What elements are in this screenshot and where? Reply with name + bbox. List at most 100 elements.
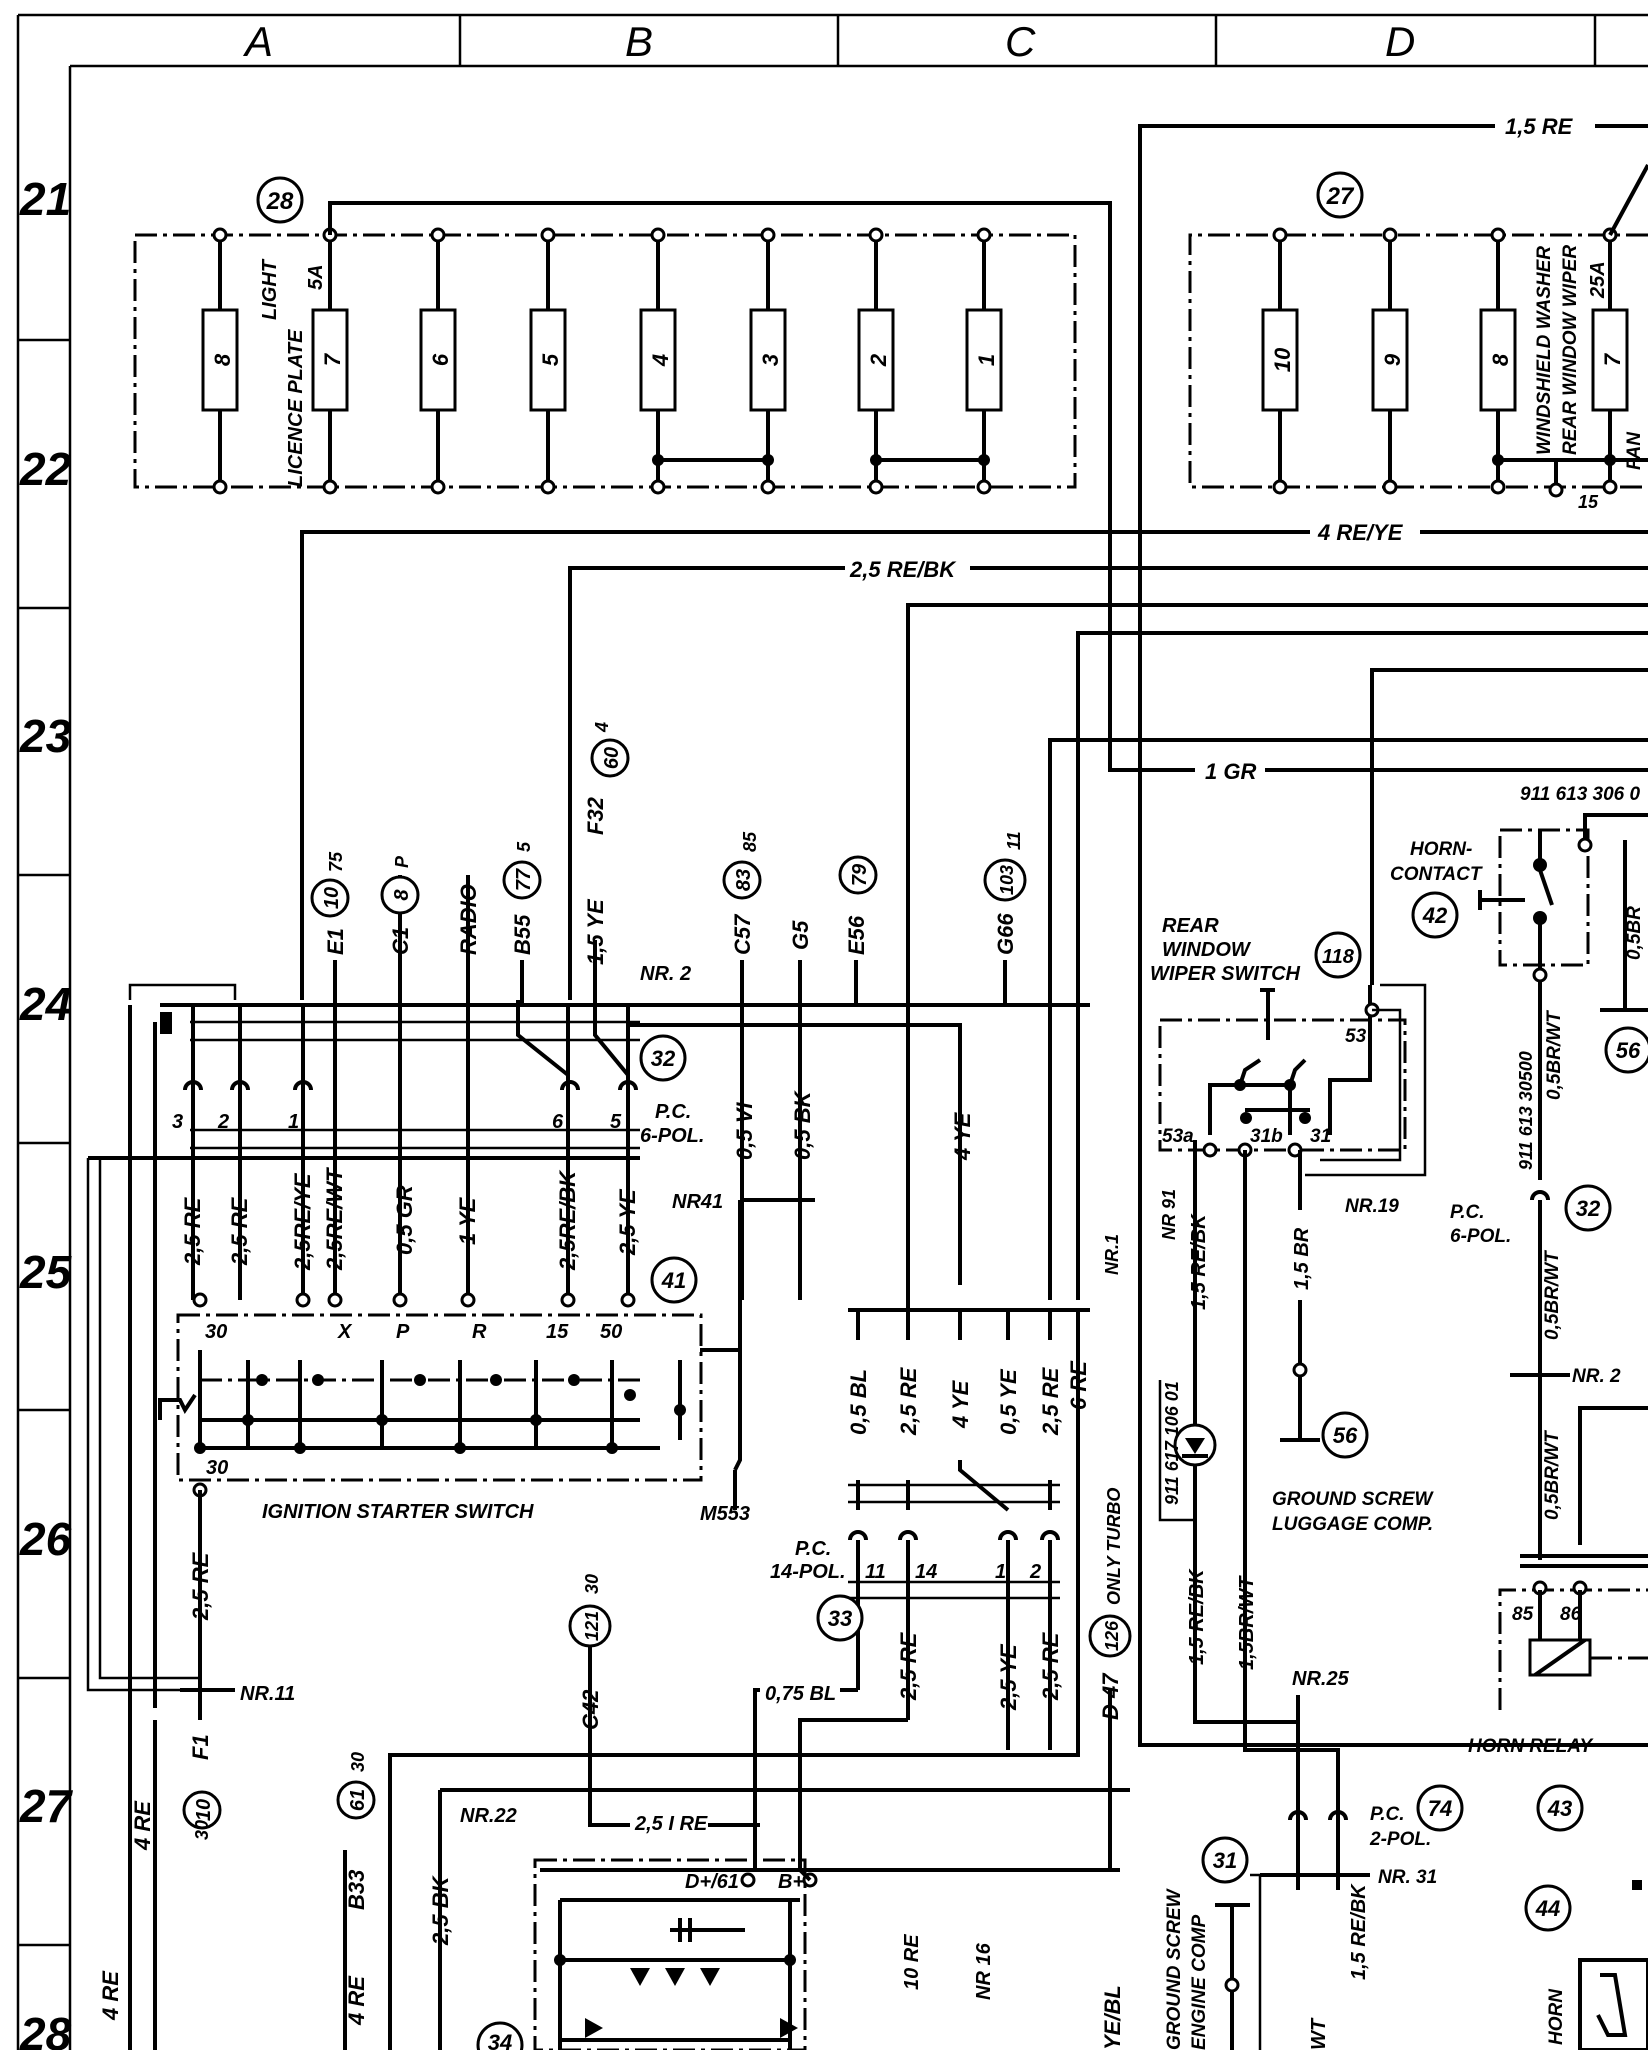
out-g66-sub: 11 xyxy=(1004,831,1024,850)
c32-wire-5: 0,5 GR xyxy=(392,1185,417,1255)
fuse-8-right: 8 xyxy=(1488,353,1513,366)
wire-re4a: 4 RE xyxy=(130,1800,155,1851)
row-28: 28 xyxy=(19,2008,72,2050)
diode-label: 911 617 106 01 xyxy=(1162,1381,1182,1505)
fuse-2: 2 xyxy=(866,353,891,367)
out-d47-ref: 126 xyxy=(1102,1620,1122,1651)
out-g5: G5 xyxy=(788,920,813,950)
ignition-label: IGNITION STARTER SWITCH xyxy=(262,1501,534,1523)
out-c57-ref: 83 xyxy=(733,869,755,891)
out-c57-sub: 85 xyxy=(740,831,760,852)
connector-32-pin-1: 1 xyxy=(288,1111,299,1133)
wire-ye-bl: YE/BL xyxy=(1100,1985,1125,2050)
wiper-switch: REAR WINDOW WIPER SWITCH 118 xyxy=(1150,915,1427,1700)
horn-part-top: 911 613 306 0 xyxy=(1520,784,1641,805)
ign-term-15: 15 xyxy=(546,1321,569,1343)
fuse-9: 9 xyxy=(1380,353,1405,366)
connector-33-pin-1: 1 xyxy=(995,1561,1006,1583)
wiper-wire-1: 1,5 RE/BK xyxy=(1188,1213,1210,1310)
ground-56: 56 GROUND SCREW LUGGAGE COMP. xyxy=(1272,1411,1435,1535)
horn-contact-ref: 42 xyxy=(1422,903,1448,928)
connector-74-label-2: 2-POL. xyxy=(1369,1829,1431,1850)
out-e56: E56 xyxy=(844,915,869,955)
fuse-10: 10 xyxy=(1270,347,1295,372)
ign-term-30-bottom: 30 xyxy=(206,1457,228,1479)
connector-33: 33 P.C. 14-POL. 11 14 1 2 xyxy=(388,1308,1090,2050)
wiper-term-31b: 31b xyxy=(1250,1126,1283,1147)
wire-re-bk: 2,5 RE/BK xyxy=(849,557,957,582)
connector-74-ref: 74 xyxy=(1428,1796,1452,1821)
alternator-ref: 34 xyxy=(488,2030,512,2050)
row-numbers: 21 22 23 24 25 26 27 28 xyxy=(19,173,74,2050)
fuse-5: 5 xyxy=(538,353,563,366)
out-f32-ref: 60 xyxy=(601,747,623,769)
connector-32-ref: 32 xyxy=(651,1046,676,1071)
row-24: 24 xyxy=(19,978,71,1030)
out-f1-sub: 30 xyxy=(192,1820,212,1840)
wire-re10: 10 RE xyxy=(901,1934,923,1990)
c33-wire-top-3: 4 YE xyxy=(948,1379,973,1429)
mid-wire-bk: 0,5 BK xyxy=(790,1089,815,1160)
out-b55: B55 xyxy=(510,914,535,955)
out-f32: F32 xyxy=(583,796,608,835)
horn-wire-3: 0,5BR/WT xyxy=(1542,1250,1563,1340)
column-a: A xyxy=(242,18,273,65)
wire-top-right: 1,5 RE xyxy=(1505,114,1574,139)
horn-contact-label-1: HORN- xyxy=(1410,839,1472,860)
c33-wire-bottom-2: 2,5 YE xyxy=(996,1643,1021,1711)
wiper-wire-5: 1,5 RE/BK xyxy=(1348,1883,1370,1980)
wire-nr16: NR 16 xyxy=(973,1942,995,2000)
c32-wire-2: 2,5 RE xyxy=(227,1196,252,1266)
row-21: 21 xyxy=(19,173,71,225)
wire-nr2: NR. 2 xyxy=(640,963,691,985)
row-23: 23 xyxy=(19,710,72,762)
c33-wire-top-6: 6 RE xyxy=(1066,1360,1091,1410)
c32-wire-6: 1 YE xyxy=(455,1196,480,1245)
fuse-7-right: 7 xyxy=(1600,352,1625,366)
out-c1-ref: 8 xyxy=(391,889,413,901)
ign-term-30: 30 xyxy=(205,1321,227,1343)
wire-bl075: 0,75 BL xyxy=(765,1683,836,1705)
wiper-term-31: 31 xyxy=(1310,1126,1331,1147)
wire-re4b: 4 RE xyxy=(98,1970,123,2021)
ground-56-label-2: LUGGAGE COMP. xyxy=(1272,1514,1433,1535)
fuse-7-right-label-1: WINDSHIELD WASHER xyxy=(1534,246,1555,455)
horn-contact-label-2: CONTACT xyxy=(1390,864,1483,885)
row-26: 26 xyxy=(19,1513,72,1565)
out-b33-ref: 61 xyxy=(347,1789,369,1811)
connector-33-pin-2: 2 xyxy=(1029,1561,1041,1583)
wiper-wire-2: 1,5 BR xyxy=(1291,1227,1313,1290)
connector-32-pin-2: 2 xyxy=(217,1111,229,1133)
wire-re25-bottom: 2,5 I RE xyxy=(634,1813,708,1835)
c32-wire-7: 2,5RE/BK xyxy=(555,1169,580,1271)
wiper-ref: 118 xyxy=(1322,946,1355,968)
row-25: 25 xyxy=(19,1246,73,1298)
c33-wire-top-1: 0,5 BL xyxy=(846,1369,871,1435)
fuse-box-28-ref: 28 xyxy=(266,188,294,215)
out-f1-ref: 10 xyxy=(193,1799,215,1821)
wiper-label-1: REAR xyxy=(1162,915,1219,937)
horn-nr2: NR. 2 xyxy=(1572,1366,1621,1387)
top-wires xyxy=(300,124,1648,1747)
horn-wire-2: 0,5BR/WT xyxy=(1544,1010,1565,1100)
fuse-8: 8 xyxy=(210,353,235,366)
out-ye: 1,5 YE xyxy=(583,898,608,965)
c32-wire-4: 2,5RE/WT xyxy=(322,1167,347,1271)
fuse-1: 1 xyxy=(974,354,999,366)
horn-conn-ref: 32 xyxy=(1576,1196,1601,1221)
connector-32-label-2: 6-POL. xyxy=(640,1125,704,1147)
ignition-m553: M553 xyxy=(700,1503,750,1525)
out-d47-sub: ONLY TURBO xyxy=(1104,1488,1124,1605)
wire-nr41: NR41 xyxy=(672,1191,723,1213)
mid-wire-vi: 0,5 VI xyxy=(732,1102,757,1160)
horn-relay-ref: 43 xyxy=(1547,1796,1572,1821)
wire-nr25: NR.25 xyxy=(1292,1668,1350,1690)
c32-wire-3: 2,5RE/YE xyxy=(290,1172,315,1271)
ign-term-p: P xyxy=(396,1321,410,1343)
fuse-7: 7 xyxy=(320,352,345,366)
connector-32-pin-6: 6 xyxy=(552,1111,564,1133)
ground-56-ref: 56 xyxy=(1333,1423,1358,1448)
horn-relay-label: HORN RELAY xyxy=(1468,1736,1595,1757)
wiper-term-53: 53 xyxy=(1345,1026,1367,1047)
alternator-bplus: B+ xyxy=(778,1871,804,1893)
